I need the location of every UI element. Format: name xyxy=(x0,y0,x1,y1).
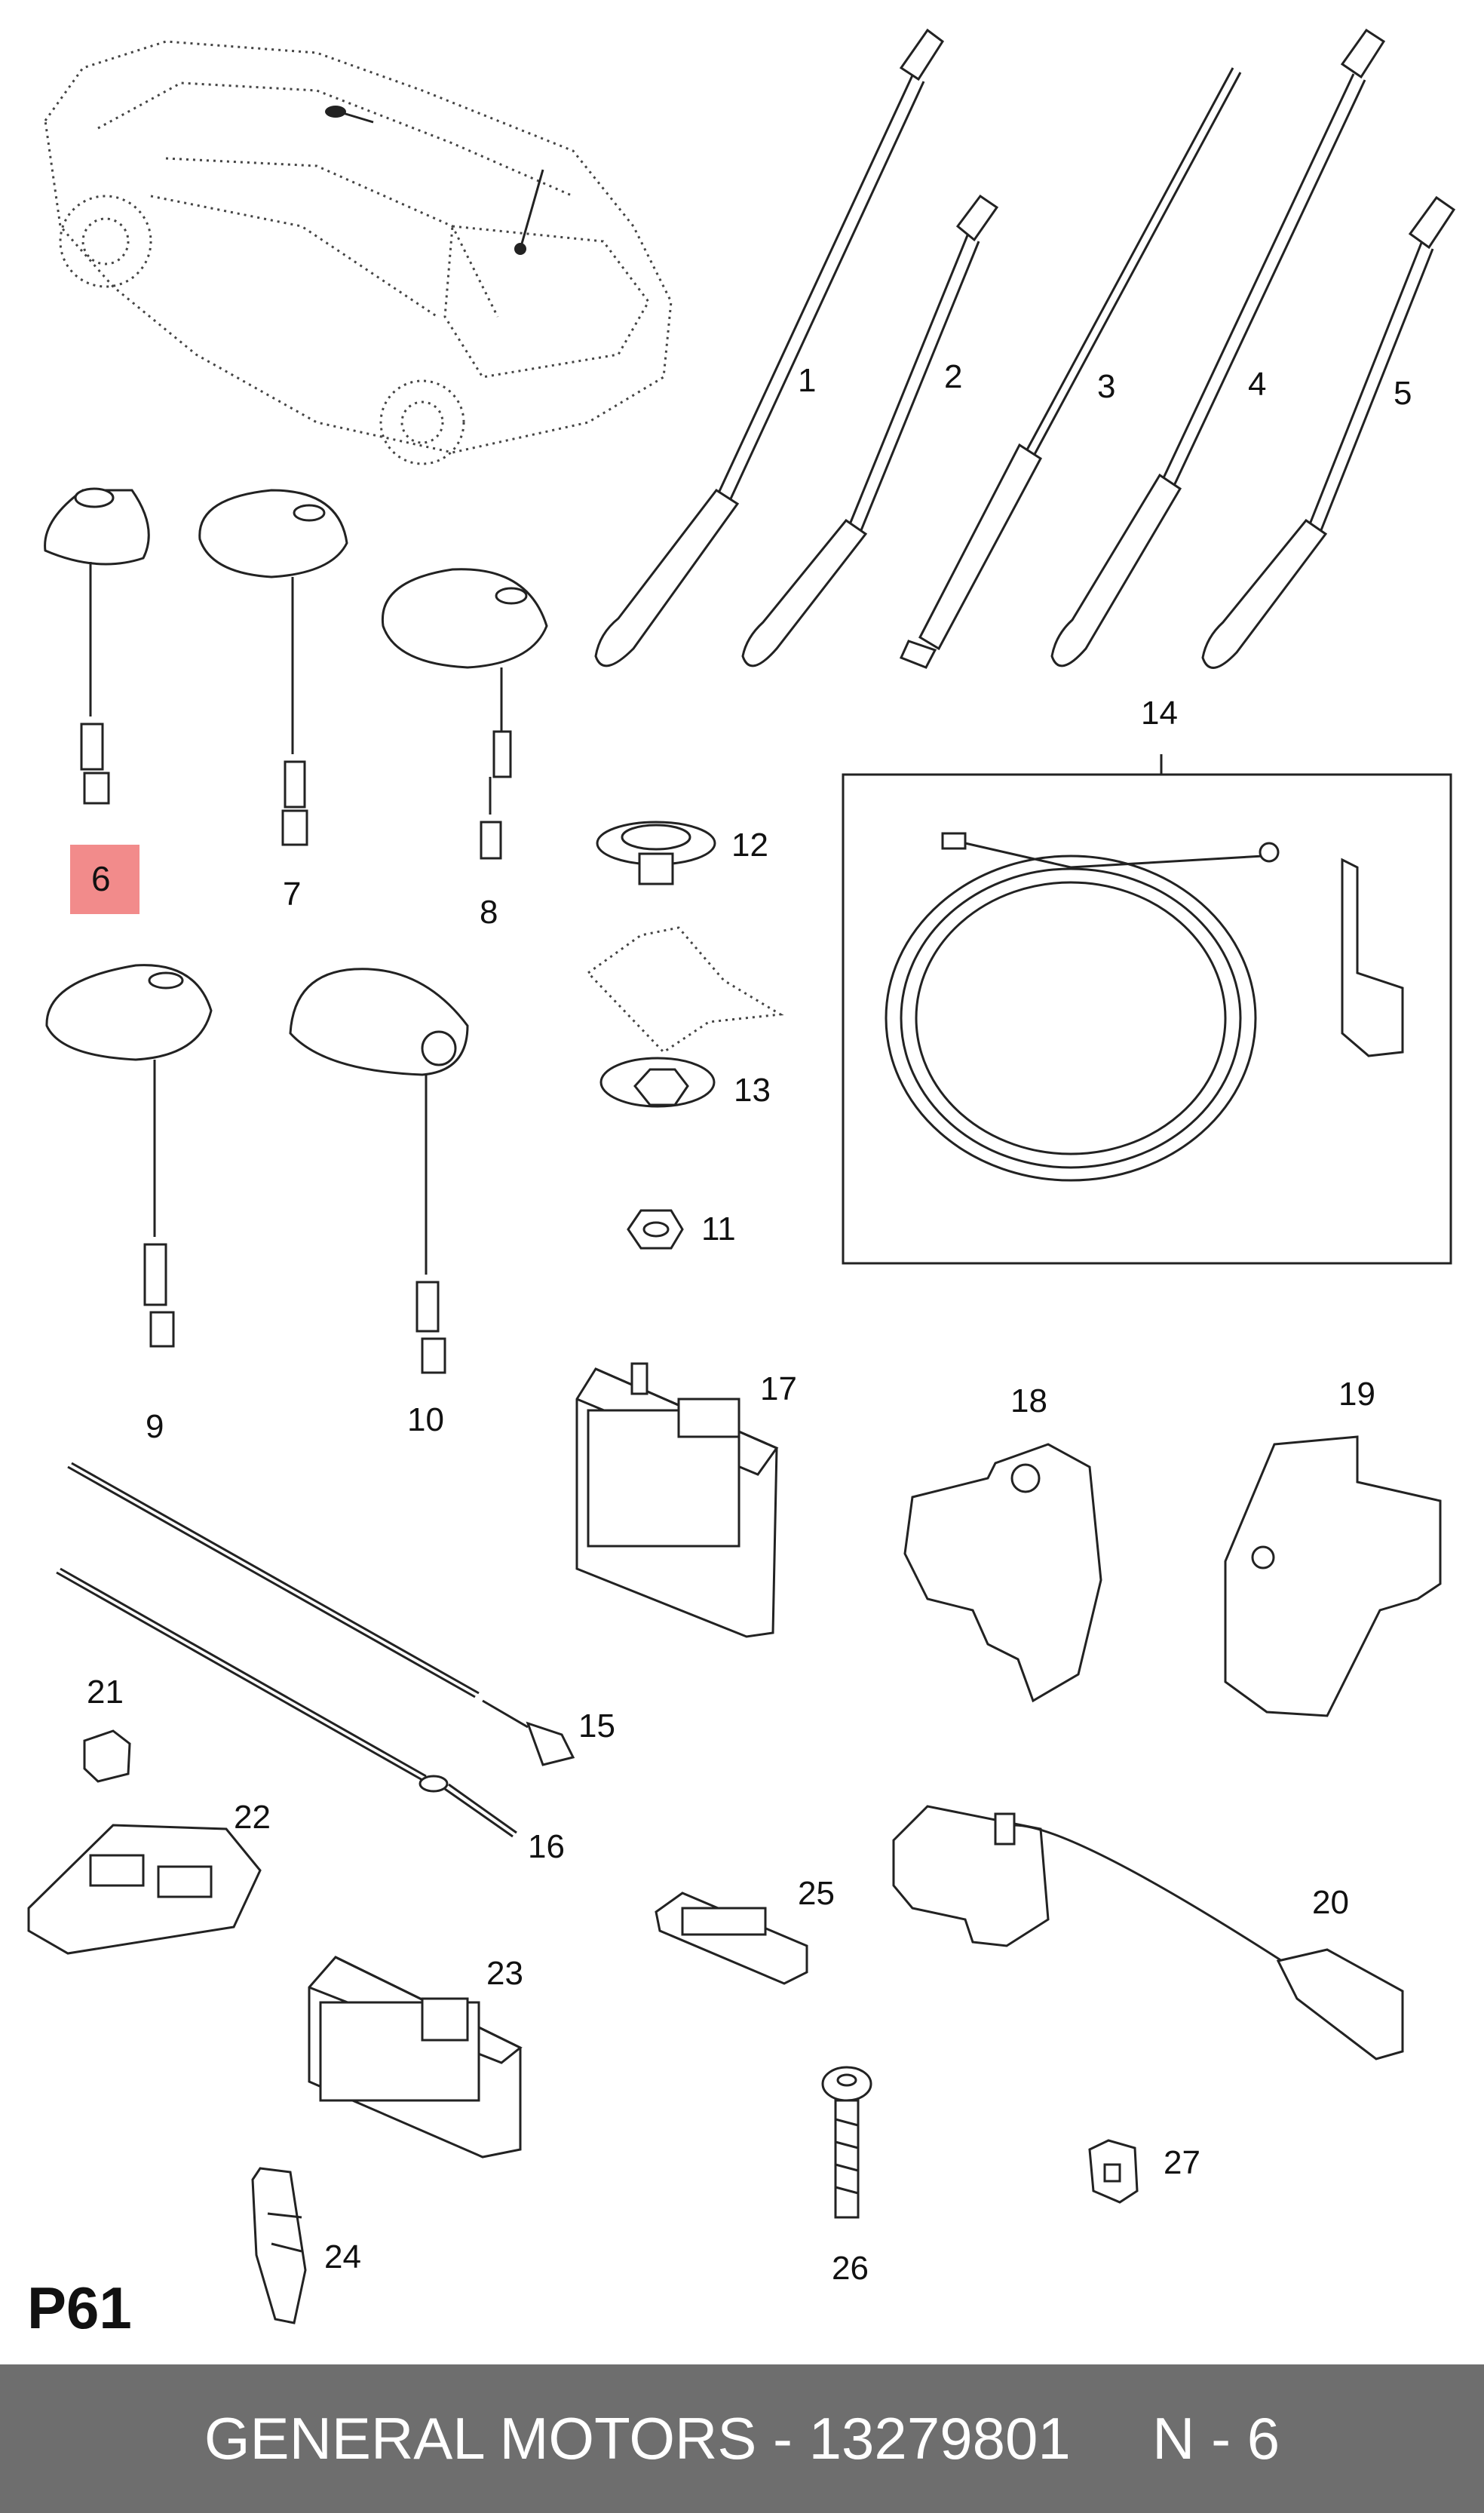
callout-27: 27 xyxy=(1164,2144,1200,2181)
callout-15: 15 xyxy=(578,1708,615,1744)
bracket-18 xyxy=(903,1443,1102,1703)
nut-11 xyxy=(627,1209,684,1250)
module-17 xyxy=(575,1362,779,1638)
callout-16: 16 xyxy=(528,1828,565,1865)
cable-16 xyxy=(56,1567,517,1838)
callout-13: 13 xyxy=(734,1072,771,1109)
callout-12: 12 xyxy=(731,827,768,864)
callout-8: 8 xyxy=(480,894,498,931)
rod-antenna-3 xyxy=(899,67,1242,669)
callout-22: 22 xyxy=(234,1799,271,1836)
callout-24: 24 xyxy=(324,2238,361,2275)
callout-26: 26 xyxy=(832,2250,869,2287)
cable-kit-14 xyxy=(842,754,1452,1265)
module-25 xyxy=(655,1892,808,1985)
roof-antenna-8 xyxy=(381,568,548,860)
highlight-marker-6 xyxy=(70,845,140,914)
callout-23: 23 xyxy=(486,1955,523,1992)
callout-6: 6 xyxy=(91,859,111,898)
callout-11: 11 xyxy=(701,1210,736,1247)
grommet-12 xyxy=(596,821,716,885)
callout-17: 17 xyxy=(760,1370,797,1407)
callout-5: 5 xyxy=(1394,375,1412,412)
page-code: P61 xyxy=(27,2275,132,2341)
parts-diagram: 1 2 3 4 5 6 7 8 9 10 11 12 13 14 15 16 1… xyxy=(27,28,1456,2324)
callout-4: 4 xyxy=(1248,366,1266,403)
callout-1: 1 xyxy=(798,362,816,399)
bracket-24 xyxy=(251,2167,307,2324)
bracket-19 xyxy=(1224,1435,1442,1717)
roof-antenna-7 xyxy=(198,489,348,846)
callout-9: 9 xyxy=(146,1408,164,1445)
callout-10: 10 xyxy=(407,1401,444,1438)
callout-20: 20 xyxy=(1312,1884,1349,1921)
callout-3: 3 xyxy=(1097,368,1115,405)
cable-15 xyxy=(67,1462,575,1766)
car-outline-illustration xyxy=(44,40,673,465)
callout-25: 25 xyxy=(798,1875,835,1912)
rod-antenna-2 xyxy=(741,194,999,667)
roof-antenna-6 xyxy=(44,487,150,805)
pad-22 xyxy=(27,1824,262,1955)
callout-21: 21 xyxy=(87,1674,124,1711)
clip-21 xyxy=(83,1729,131,1783)
footer-text: GENERAL MOTORS - 13279801 N - 6 xyxy=(204,2405,1280,2472)
rod-antenna-4 xyxy=(1050,28,1386,667)
bolt-26 xyxy=(821,2066,872,2219)
callout-7: 7 xyxy=(283,876,301,913)
rod-antenna-1 xyxy=(594,28,945,667)
rod-antenna-5 xyxy=(1201,195,1456,669)
module-20 xyxy=(892,1805,1404,2060)
footer-bar: GENERAL MOTORS - 13279801 N - 6 xyxy=(0,2364,1484,2513)
seal-pad-dotted xyxy=(586,926,784,1054)
roof-antenna-9 xyxy=(45,964,213,1348)
clip-27 xyxy=(1088,2139,1139,2204)
callout-19: 19 xyxy=(1338,1376,1375,1413)
module-23 xyxy=(308,1956,523,2159)
nut-13 xyxy=(599,1057,716,1108)
parts-diagram-svg: 1 2 3 4 5 6 7 8 9 10 11 12 13 14 15 16 1… xyxy=(27,28,1456,2324)
callout-18: 18 xyxy=(1010,1382,1047,1419)
callout-14: 14 xyxy=(1141,695,1178,732)
callout-2: 2 xyxy=(944,358,962,395)
roof-antenna-10 xyxy=(289,968,469,1374)
